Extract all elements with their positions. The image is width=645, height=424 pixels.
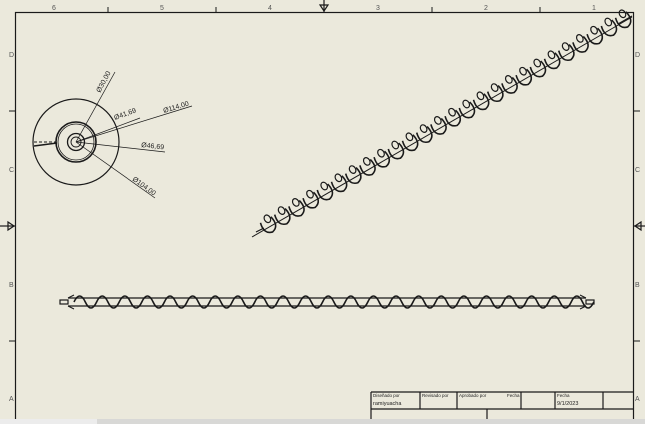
designed-by-label: Diseñado por — [373, 393, 400, 398]
row-label-d-left: D — [9, 52, 14, 59]
col-label-2: 2 — [484, 5, 488, 12]
auger-end-view[interactable] — [32, 71, 193, 199]
col-label-6: 6 — [52, 5, 56, 12]
col-label-3: 3 — [376, 5, 380, 12]
dimension-d46-69[interactable]: Ø46,69 — [141, 142, 165, 151]
dimension-d30[interactable]: Ø30,00 — [96, 70, 113, 94]
auger-isometric-view[interactable] — [251, 8, 634, 238]
row-label-c-right: C — [635, 167, 640, 174]
dimension-d114[interactable]: Ø114,00 — [163, 100, 190, 114]
right-center-marker — [633, 220, 645, 232]
row-label-c-left: C — [9, 167, 14, 174]
approved-by-label: Aprobado por — [459, 393, 487, 398]
row-label-d-right: D — [635, 52, 640, 59]
horizontal-scrollbar[interactable] — [97, 419, 645, 424]
date-label-2: Fecha — [557, 393, 570, 398]
row-label-a-right: A — [635, 396, 640, 403]
left-zone-ticks — [9, 110, 640, 342]
row-label-b-left: B — [9, 282, 14, 289]
designed-by-value: ramiyuacha — [373, 401, 402, 407]
title-block — [370, 391, 633, 424]
reviewed-by-label: Revisado por — [422, 393, 449, 398]
row-label-a-left: A — [9, 396, 14, 403]
top-center-marker — [318, 0, 330, 13]
left-center-marker — [0, 220, 16, 232]
col-label-1: 1 — [592, 5, 596, 12]
sheet-border — [14, 11, 635, 424]
date-label-1: Fecha — [507, 393, 520, 398]
date-value: 9/1/2023 — [557, 401, 579, 407]
row-label-b-right: B — [635, 282, 640, 289]
dimension-d41-69[interactable]: Ø41,69 — [113, 107, 137, 121]
auger-side-view[interactable] — [59, 294, 595, 310]
dimension-d104[interactable]: Ø104,00 — [131, 176, 157, 198]
col-label-5: 5 — [160, 5, 164, 12]
col-label-4: 4 — [268, 5, 272, 12]
top-zone-ticks — [107, 7, 541, 12]
